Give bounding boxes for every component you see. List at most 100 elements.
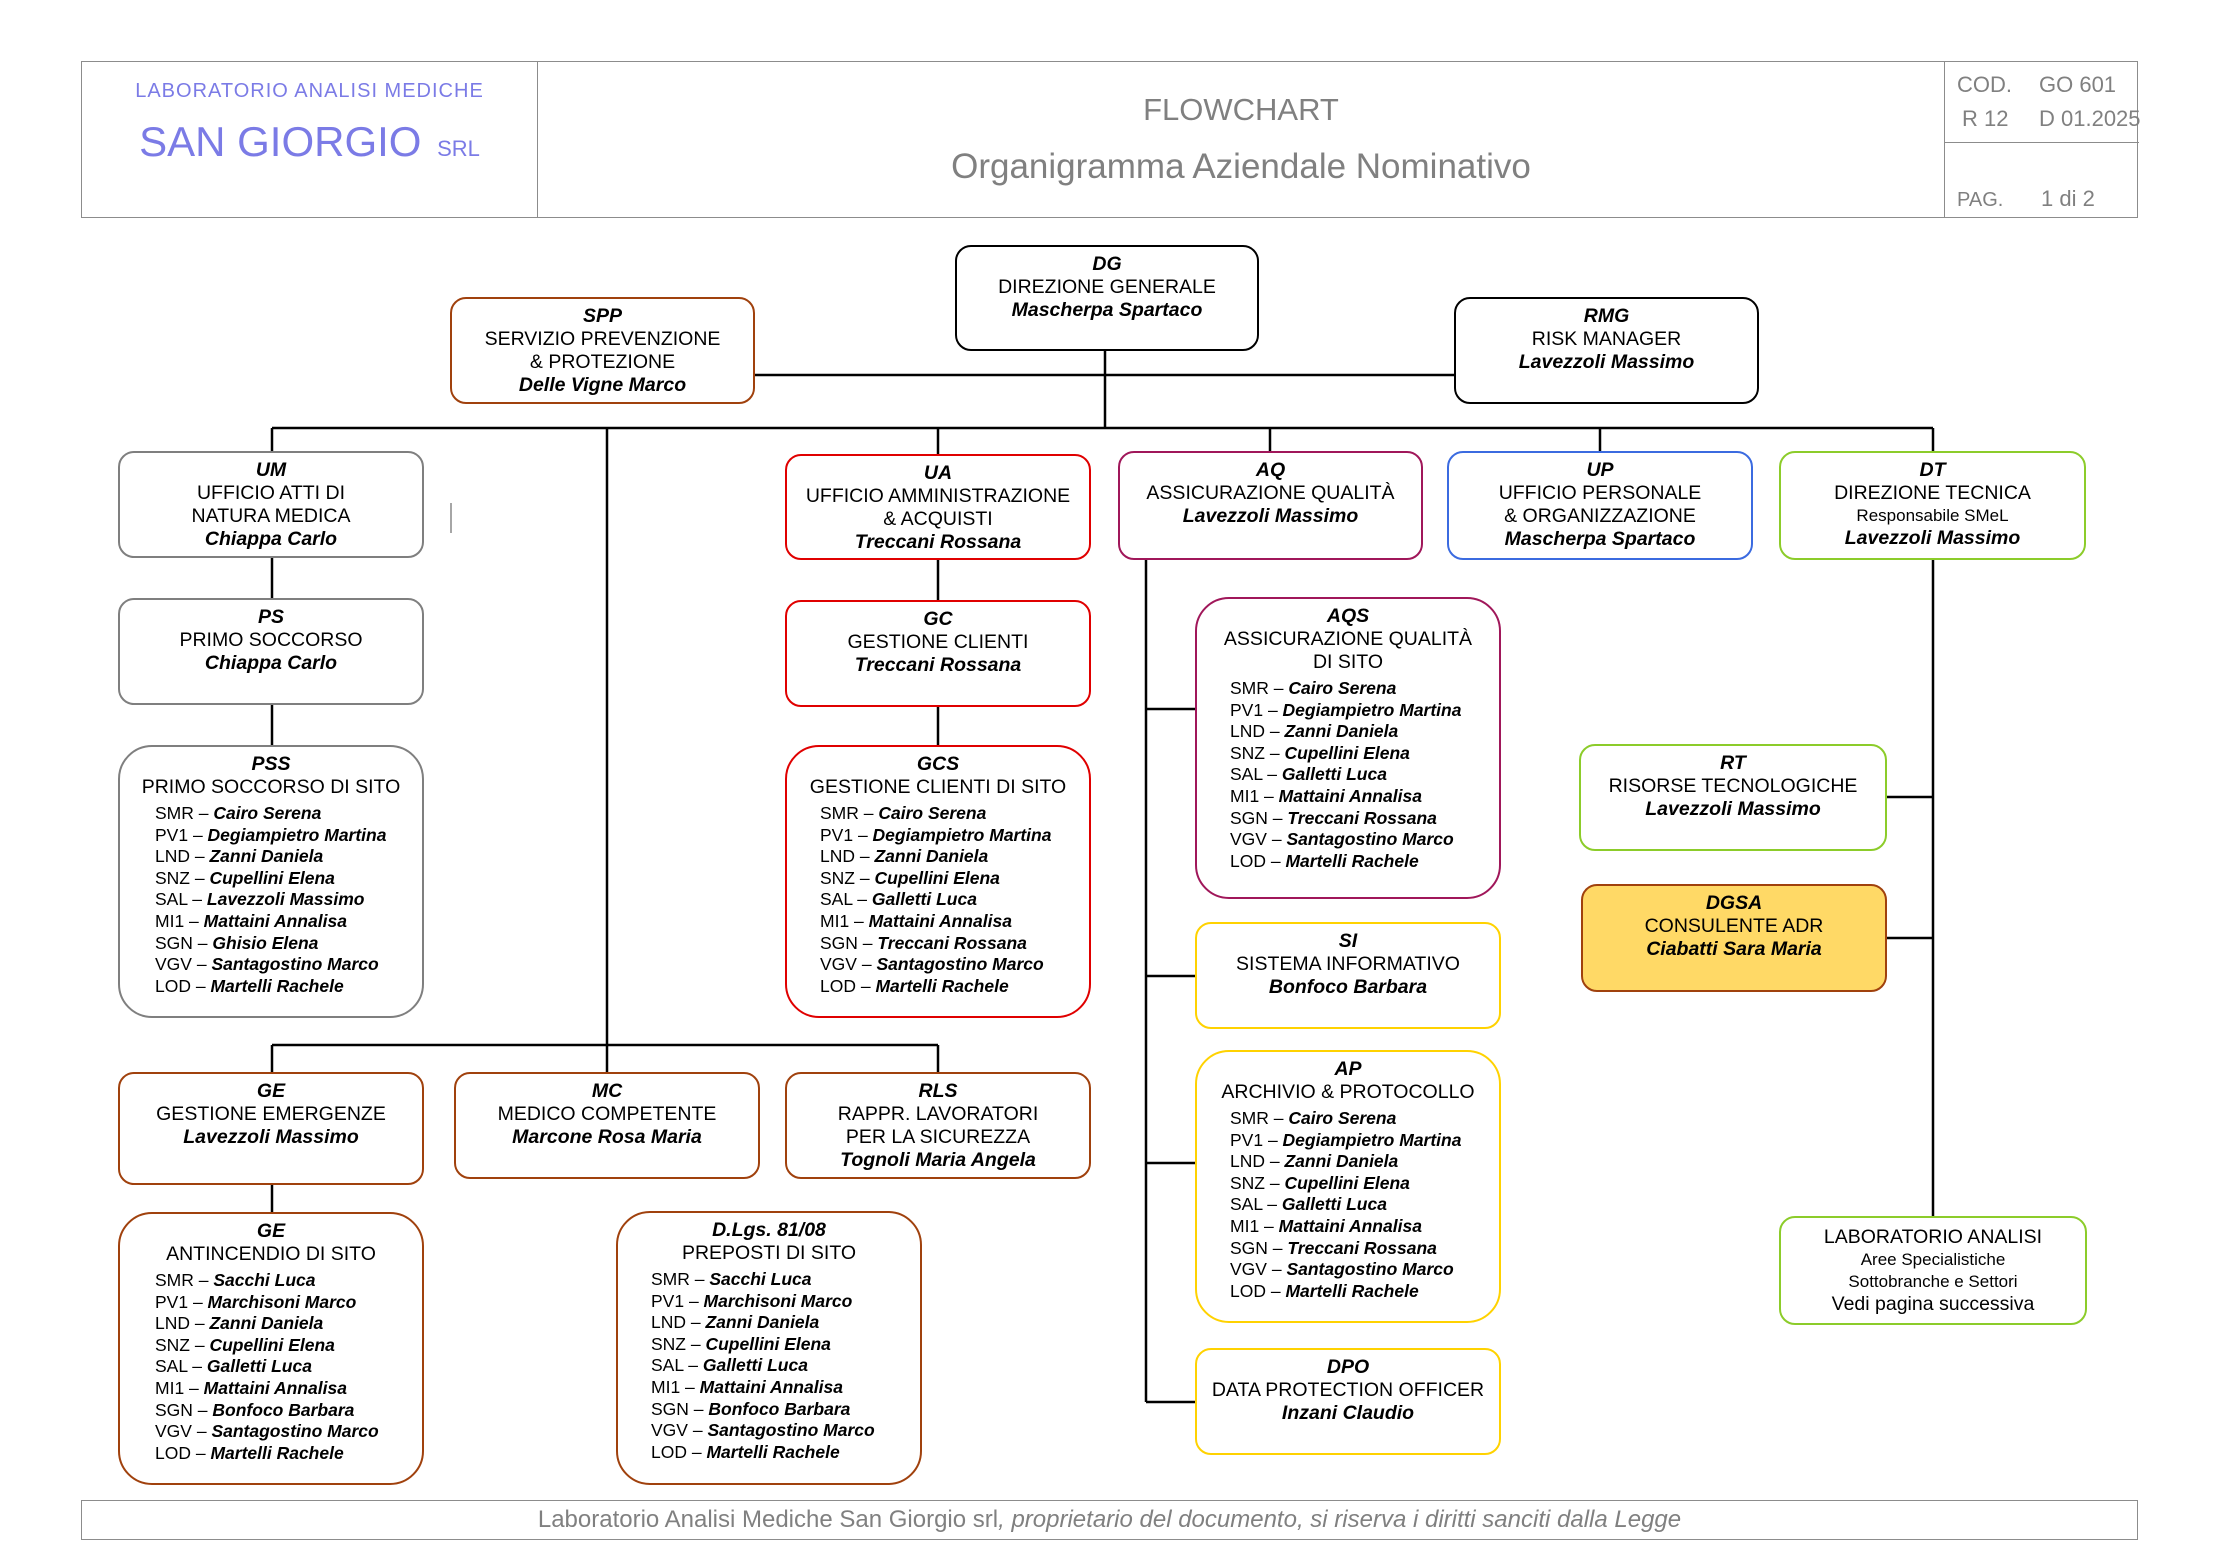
box-spp[interactable]: SPP SERVIZIO PREVENZIONE & PROTEZIONE De… [450,297,755,404]
box-gcs[interactable]: GCS GESTIONE CLIENTI DI SITO SMR – Cairo… [785,745,1091,1018]
doc-meta-block: COD. GO 601 R 12 D 01.2025 PAG. 1 di 2 [1945,62,2141,217]
box-title: DIREZIONE GENERALE [998,276,1216,298]
box-gc[interactable]: GC GESTIONE CLIENTI Treccani Rossana [785,600,1091,707]
site-code: MI1 [651,1376,681,1397]
site-separator: – [188,1291,208,1312]
box-code: D.Lgs. 81/08 [712,1219,826,1241]
box-line-4: Vedi pagina successiva [1831,1293,2035,1315]
box-um[interactable]: UM UFFICIO ATTI DI NATURA MEDICA Chiappa… [118,451,424,558]
box-aqs[interactable]: AQS ASSICURAZIONE QUALITÀ DI SITO SMR – … [1195,597,1501,899]
box-ap[interactable]: AP ARCHIVIO & PROTOCOLLO SMR – Cairo Ser… [1195,1050,1501,1323]
site-code: SAL [155,1356,188,1377]
box-pss[interactable]: PSS PRIMO SOCCORSO DI SITO SMR – Cairo S… [118,745,424,1018]
site-code: SAL [155,889,188,910]
site-person: Martelli Rachele [210,975,344,996]
box-dg[interactable]: DG DIREZIONE GENERALE Mascherpa Spartaco [955,245,1259,351]
site-person: Zanni Daniela [209,1313,324,1334]
site-separator: – [853,824,873,845]
box-aq[interactable]: AQ ASSICURAZIONE QUALITÀ Lavezzoli Massi… [1118,451,1423,560]
box-dgsa[interactable]: DGSA CONSULENTE ADR Ciabatti Sara Maria [1581,884,1887,992]
site-code: SNZ [820,867,855,888]
site-separator: – [1267,1237,1288,1258]
site-separator: – [1262,764,1282,785]
site-person: Santagostino Marco [1286,1259,1454,1280]
box-si[interactable]: SI SISTEMA INFORMATIVO Bonfoco Barbara [1195,922,1501,1029]
site-row: LOD – Martelli Rachele [155,976,422,998]
box-dpo[interactable]: DPO DATA PROTECTION OFFICER Inzani Claud… [1195,1348,1501,1455]
site-code: SMR [820,803,859,823]
site-separator: – [1259,1215,1279,1236]
site-separator: – [1265,850,1286,871]
box-dt[interactable]: DT DIREZIONE TECNICA Responsabile SMeL L… [1779,451,2086,560]
site-separator: – [683,1355,703,1376]
site-row: LND – Zanni Daniela [651,1312,920,1334]
site-person: Cairo Serena [213,803,322,823]
box-ua[interactable]: UA UFFICIO AMMINISTRAZIONE & ACQUISTI Tr… [785,454,1091,560]
box-ps[interactable]: PS PRIMO SOCCORSO Chiappa Carlo [118,598,424,705]
site-code: LND [1230,721,1266,742]
box-up[interactable]: UP UFFICIO PERSONALE & ORGANIZZAZIONE Ma… [1447,451,1753,560]
box-subtitle: Responsabile SMeL [1856,506,2009,525]
site-code: SNZ [1230,1172,1265,1193]
site-code: LND [155,846,191,867]
site-person: Sacchi Luca [213,1270,316,1290]
site-row: SNZ – Cupellini Elena [1230,1173,1499,1195]
site-row: LND – Zanni Daniela [155,846,422,868]
box-title: UFFICIO AMMINISTRAZIONE [805,485,1071,507]
box-rt[interactable]: RT RISORSE TECNOLOGICHE Lavezzoli Massim… [1579,744,1887,851]
box-title-2: & ACQUISTI [883,508,993,530]
site-code: PV1 [155,824,189,845]
site-row: SGN – Bonfoco Barbara [155,1400,422,1422]
site-code: SGN [820,932,858,953]
site-separator: – [858,803,879,823]
site-person: Mattaini Annalisa [203,910,347,931]
site-person: Mattaini Annalisa [203,1377,347,1398]
site-person: Martelli Rachele [1285,1280,1419,1301]
site-code: SMR [155,803,194,823]
site-code: PV1 [155,1291,189,1312]
site-person: Mattaini Annalisa [868,910,1012,931]
box-mc[interactable]: MC MEDICO COMPETENTE Marcone Rosa Maria [454,1072,760,1179]
box-dlgs[interactable]: D.Lgs. 81/08 PREPOSTI DI SITO SMR – Sacc… [616,1211,922,1485]
document-header: LABORATORIO ANALISI MEDICHE SAN GIORGIO … [81,61,2141,218]
box-rls[interactable]: RLS RAPPR. LAVORATORI PER LA SICUREZZA T… [785,1072,1091,1179]
box-title-2: PER LA SICUREZZA [845,1126,1031,1148]
box-code: RT [1720,752,1746,774]
site-separator: – [184,910,204,931]
document-footer: Laboratorio Analisi Mediche San Giorgio … [81,1500,2138,1540]
site-row: LOD – Martelli Rachele [1230,1281,1499,1303]
site-separator: – [1263,699,1283,720]
site-code: MI1 [1230,785,1260,806]
site-separator: – [688,1398,709,1419]
site-person: Santagostino Marco [211,1421,379,1442]
box-ges[interactable]: GE ANTINCENDIO DI SITO SMR – Sacchi Luca… [118,1212,424,1485]
box-ge[interactable]: GE GESTIONE EMERGENZE Lavezzoli Massimo [118,1072,424,1185]
site-row: VGV – Santagostino Marco [155,1421,422,1443]
site-person: Santagostino Marco [707,1420,875,1441]
site-separator: – [191,954,212,975]
box-lab[interactable]: LABORATORIO ANALISI Aree Specialistiche … [1779,1216,2087,1325]
box-title: ASSICURAZIONE QUALITÀ [1146,482,1395,504]
page-value: 1 di 2 [2041,186,2095,211]
site-row: SNZ – Cupellini Elena [1230,743,1499,765]
box-code: GE [256,1080,286,1102]
box-title: SERVIZIO PREVENZIONE [484,328,721,350]
box-code: GC [923,608,953,630]
box-person: Treccani Rossana [854,654,1022,676]
site-code: LOD [1230,850,1266,871]
site-code: VGV [155,954,192,975]
site-code: SAL [651,1355,684,1376]
site-row: MI1 – Mattaini Annalisa [1230,786,1499,808]
site-separator: – [1266,1259,1287,1280]
site-row: VGV – Santagostino Marco [651,1420,920,1442]
box-line-3: Sottobranche e Settori [1848,1272,2018,1291]
box-code: UA [923,462,953,484]
site-separator: – [855,846,875,867]
box-rmg[interactable]: RMG RISK MANAGER Lavezzoli Massimo [1454,297,1759,404]
title-block: FLOWCHART Organigramma Aziendale Nominat… [538,62,1945,217]
site-person: Marchisoni Marco [207,1291,357,1312]
site-row: LOD – Martelli Rachele [155,1443,422,1465]
site-person: Martelli Rachele [706,1441,840,1462]
